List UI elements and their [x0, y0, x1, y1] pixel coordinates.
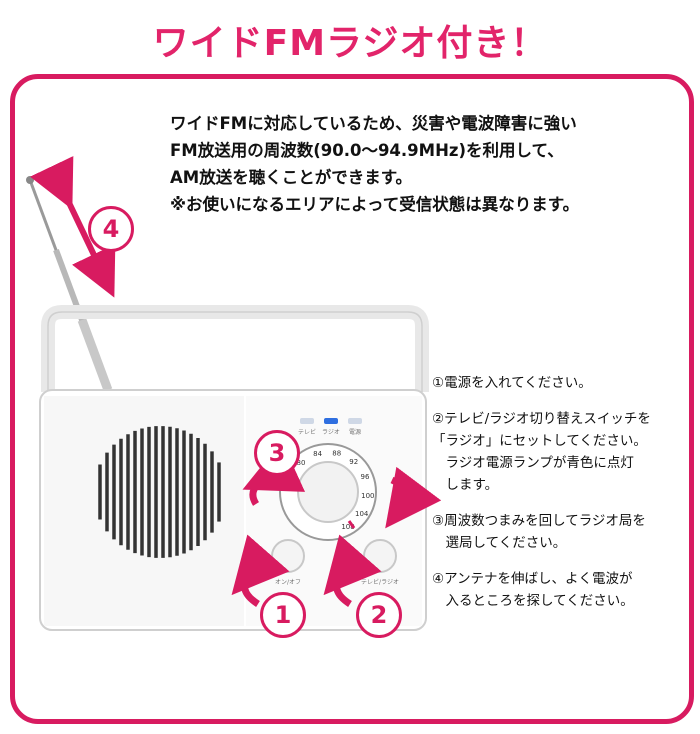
instruction-steps: ①電源を入れてください。 ②テレビ/ラジオ切り替えスイッチを 「ラジオ」にセット… [432, 372, 694, 626]
dial-number: 100 [361, 492, 374, 500]
indicator-label: 電源 [349, 428, 361, 436]
step-badge: 3 [254, 430, 300, 476]
rotate-arrow [231, 534, 290, 607]
dial-number: 88 [332, 449, 341, 457]
rotate-arrow [385, 466, 442, 529]
tv-radio-knob-label: テレビ/ラジオ [361, 578, 399, 586]
power-knob-label: オン/オフ [275, 579, 301, 586]
step-item: ③周波数つまみを回してラジオ局を 選局してください。 [432, 513, 646, 551]
indicator-label: テレビ [298, 428, 316, 436]
step-item: ④アンテナを伸ばし、よく電波が 入るところを探してください。 [432, 571, 634, 609]
intro-text: ワイドFMに対応しているため、災害や電波障害に強い FM放送用の周波数(90.0… [170, 110, 680, 218]
headline: ワイドFMラジオ付き！ [152, 23, 548, 64]
dial-number: 92 [349, 458, 358, 466]
speaker-grille [98, 426, 221, 558]
rotate-arrow [242, 440, 306, 506]
tuning-knob [297, 461, 359, 523]
dial-number: 84 [313, 450, 322, 458]
intro-line: FM放送用の周波数(90.0〜94.9MHz)を利用して、 [170, 141, 564, 160]
extend-arrow [30, 156, 116, 298]
intro-line: ※お使いになるエリアによって受信状態は異なります。 [170, 195, 580, 214]
dial-number: 108 [341, 523, 354, 531]
tv-lamp [300, 418, 314, 424]
intro-line: ワイドFMに対応しているため、災害や電波障害に強い [170, 114, 577, 133]
dial-number: 104 [355, 510, 369, 518]
radio-lamp [324, 418, 338, 424]
step-badge: 4 [88, 206, 134, 252]
intro-line: AM放送を聴くことができます。 [170, 168, 413, 187]
indicator-label: ラジオ [322, 429, 340, 436]
rotate-arrow [323, 534, 382, 607]
power-lamp [348, 418, 362, 424]
step-badge: 2 [356, 592, 402, 638]
step-item: ②テレビ/ラジオ切り替えスイッチを 「ラジオ」にセットしてください。 ラジオ電源… [432, 411, 651, 493]
dial-number: 76 [286, 475, 295, 483]
antenna [26, 176, 113, 392]
tv-radio-knob [363, 539, 397, 573]
dial-number: 96 [361, 473, 370, 481]
step-item: ①電源を入れてください。 [432, 375, 592, 391]
power-knob [271, 539, 305, 573]
step-badge: 1 [260, 592, 306, 638]
